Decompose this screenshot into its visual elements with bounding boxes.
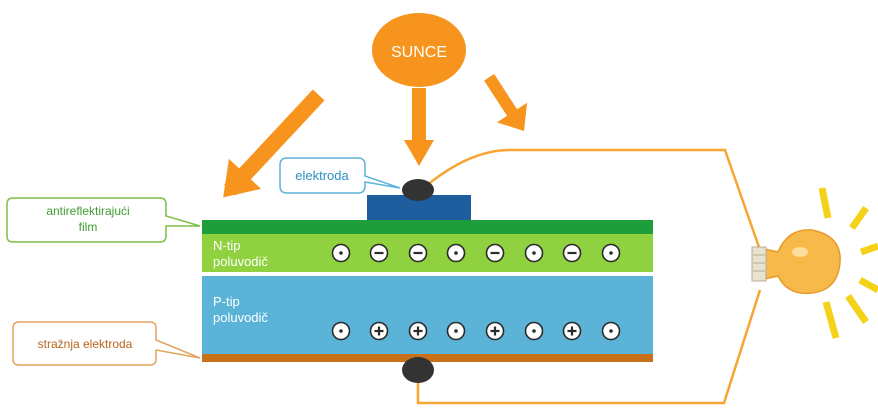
- right-arrow-icon: [484, 74, 528, 131]
- sun-label: SUNCE: [391, 44, 447, 61]
- p-type-plus-charge: [485, 321, 505, 341]
- p-type-label-line1: P-tip: [213, 294, 240, 309]
- antireflective-label-line1: antireflektirajući: [46, 204, 129, 218]
- n-type-dot-charge: [331, 243, 351, 263]
- bottom-contact: [402, 357, 434, 383]
- p-type-charges: [331, 321, 621, 341]
- top-contact: [402, 179, 434, 201]
- n-type-charges: [331, 243, 621, 263]
- p-type-plus-charge: [408, 321, 428, 341]
- circuit-wire: [416, 148, 762, 405]
- back-electrode-callout: stražnja elektroda: [12, 321, 201, 366]
- n-type-minus-charge: [485, 243, 505, 263]
- sunlight-arrows: [223, 74, 528, 198]
- down-arrow-icon: [404, 88, 434, 166]
- p-type-layer: [202, 276, 653, 354]
- n-type-dot-charge: [601, 243, 621, 263]
- electrode-callout: elektroda: [279, 157, 401, 194]
- sun-group: SUNCE: [372, 13, 466, 87]
- n-type-minus-charge: [562, 243, 582, 263]
- antireflective-callout: antireflektirajući film: [6, 197, 201, 243]
- bulb-rays: [818, 187, 878, 339]
- p-type-label: P-tip poluvodič: [213, 294, 268, 325]
- electrode-label: elektroda: [295, 168, 349, 183]
- n-type-minus-charge: [408, 243, 428, 263]
- n-type-minus-charge: [369, 243, 389, 263]
- p-type-dot-charge: [446, 321, 466, 341]
- sun-icon: [372, 13, 466, 87]
- back-electrode-layer: [202, 354, 653, 362]
- p-type-plus-charge: [369, 321, 389, 341]
- antireflective-layer: [202, 220, 653, 234]
- n-type-label-line1: N-tip: [213, 238, 240, 253]
- p-type-plus-charge: [562, 321, 582, 341]
- p-type-dot-charge: [524, 321, 544, 341]
- p-type-dot-charge: [601, 321, 621, 341]
- p-type-label-line2: poluvodič: [213, 310, 268, 325]
- n-type-layer: [202, 234, 653, 272]
- antireflective-label-line2: film: [79, 220, 98, 234]
- n-type-dot-charge: [446, 243, 466, 263]
- n-type-dot-charge: [524, 243, 544, 263]
- p-type-dot-charge: [331, 321, 351, 341]
- back-electrode-label: stražnja elektroda: [38, 337, 133, 351]
- left-arrow-icon: [223, 89, 325, 198]
- n-type-label-line2: poluvodič: [213, 254, 268, 269]
- n-type-label: N-tip poluvodič: [213, 238, 268, 269]
- light-bulb-icon: [751, 187, 878, 339]
